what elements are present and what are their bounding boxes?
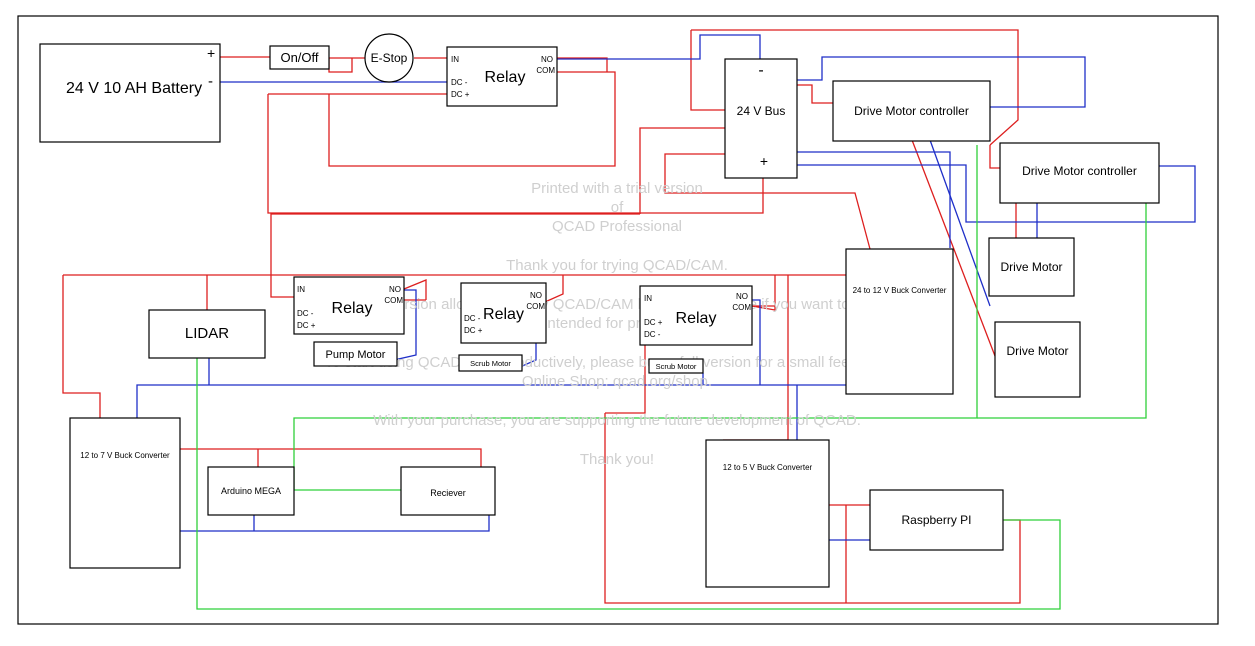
- buck-converter-12-7-label: 12 to 7 V Buck Converter: [80, 451, 170, 460]
- raspberry-pi: Raspberry PI: [869, 489, 1004, 551]
- relay-pump-no: NO: [389, 285, 401, 294]
- relay-scrub-dc-plus: DC +: [464, 326, 483, 335]
- lidar: LIDAR: [148, 309, 266, 359]
- buck-converter-12-5-label: 12 to 5 V Buck Converter: [723, 463, 813, 472]
- battery-label: 24 V 10 AH Battery: [66, 80, 202, 97]
- relay-scrub-no: NO: [530, 291, 542, 300]
- drive-motor-controller-1-label: Drive Motor controller: [854, 104, 969, 118]
- e-stop: E-Stop: [364, 33, 414, 83]
- scrub-motor-1-label: Scrub Motor: [470, 359, 511, 368]
- relay-4-no: NO: [736, 292, 748, 301]
- relay-4: Relay IN DC + DC - NO COM: [639, 285, 753, 346]
- svg-text:Online Shop: qcad.org/shop.: Online Shop: qcad.org/shop.: [522, 373, 712, 390]
- bus-24v: - 24 V Bus +: [724, 58, 798, 179]
- on-off-switch: On/Off: [269, 45, 330, 70]
- bus-label: 24 V Bus: [737, 104, 786, 118]
- relay-pump-dc-plus: DC +: [297, 321, 316, 330]
- battery-plus-terminal: +: [207, 45, 215, 61]
- relay-main-label: Relay: [485, 69, 526, 86]
- raspberry-pi-label: Raspberry PI: [901, 513, 971, 527]
- buck-converter-12-7: 12 to 7 V Buck Converter: [69, 417, 181, 569]
- svg-text:Thank you!: Thank you!: [580, 451, 654, 468]
- battery-minus-terminal: -: [208, 73, 213, 90]
- on-off-label: On/Off: [280, 50, 318, 65]
- drive-motor-controller-1: Drive Motor controller: [832, 80, 991, 142]
- svg-text:QCAD Professional: QCAD Professional: [552, 218, 682, 235]
- red-wires: [62, 29, 1021, 604]
- relay-4-dc-minus: DC -: [644, 330, 661, 339]
- scrub-motor-1: Scrub Motor: [458, 354, 523, 372]
- relay-pump-in: IN: [297, 285, 305, 294]
- trial-watermark: Printed with a trial version of QCAD Pro…: [325, 180, 910, 468]
- e-stop-label: E-Stop: [371, 51, 408, 65]
- relay-main-dc-minus: DC -: [451, 78, 468, 87]
- receiver-label: Reciever: [430, 488, 466, 498]
- drive-motor-2: Drive Motor: [994, 321, 1081, 398]
- lidar-label: LIDAR: [185, 325, 229, 342]
- relay-pump-com: COM: [384, 296, 403, 305]
- relay-4-in: IN: [644, 294, 652, 303]
- scrub-motor-2-label: Scrub Motor: [656, 362, 697, 371]
- battery: 24 V 10 AH Battery + -: [39, 43, 221, 143]
- relay-4-dc-plus: DC +: [644, 318, 663, 327]
- drive-motor-1-label: Drive Motor: [1000, 260, 1062, 274]
- pump-motor-label: Pump Motor: [326, 349, 386, 361]
- receiver: Reciever: [400, 466, 496, 516]
- scrub-motor-2: Scrub Motor: [648, 358, 704, 374]
- relay-main-in: IN: [451, 55, 459, 64]
- relay-pump-label: Relay: [332, 300, 373, 317]
- diagram-frame: [17, 15, 1219, 625]
- relay-main-no: NO: [541, 55, 553, 64]
- green-wires: [196, 145, 1147, 610]
- svg-text:Printed with a trial version: Printed with a trial version: [531, 180, 703, 197]
- pump-motor: Pump Motor: [313, 341, 398, 367]
- relay-main-dc-plus: DC +: [451, 90, 470, 99]
- drive-motor-1: Drive Motor: [988, 237, 1075, 297]
- svg-text:To start using QCAD/CAM produc: To start using QCAD/CAM productively, pl…: [325, 354, 910, 371]
- arduino-mega-label: Arduino MEGA: [221, 486, 281, 496]
- blue-wires: [136, 34, 1196, 541]
- relay-scrub-dc-minus: DC -: [464, 314, 481, 323]
- relay-main: Relay IN DC - DC + NO COM: [446, 46, 558, 107]
- svg-text:This trial version allows you: This trial version allows you to try QCA…: [328, 296, 907, 313]
- drive-motor-controller-2: Drive Motor controller: [999, 142, 1160, 204]
- bus-minus-terminal: -: [758, 62, 763, 79]
- bus-plus-terminal: +: [760, 153, 768, 169]
- relay-scrub-com: COM: [526, 302, 545, 311]
- relay-4-com: COM: [732, 303, 751, 312]
- arduino-mega: Arduino MEGA: [207, 466, 295, 516]
- svg-text:With your purchase, you are su: With your purchase, you are supporting t…: [373, 412, 861, 429]
- relay-pump-dc-minus: DC -: [297, 309, 314, 318]
- buck-converter-24-12-label: 24 to 12 V Buck Converter: [853, 286, 947, 295]
- buck-converter-12-5: 12 to 5 V Buck Converter: [705, 439, 830, 588]
- relay-4-label: Relay: [676, 310, 717, 327]
- relay-pump: Relay IN DC - DC + NO COM: [293, 276, 405, 335]
- relay-main-com: COM: [536, 66, 555, 75]
- drive-motor-controller-2-label: Drive Motor controller: [1022, 164, 1137, 178]
- drive-motor-2-label: Drive Motor: [1006, 344, 1068, 358]
- relay-scrub: Relay NO COM DC - DC +: [460, 282, 547, 344]
- svg-text:of: of: [611, 199, 624, 216]
- buck-converter-24-12: 24 to 12 V Buck Converter: [845, 248, 954, 395]
- svg-text:Thank you for trying QCAD/CAM.: Thank you for trying QCAD/CAM.: [506, 257, 728, 274]
- relay-scrub-label: Relay: [483, 306, 524, 323]
